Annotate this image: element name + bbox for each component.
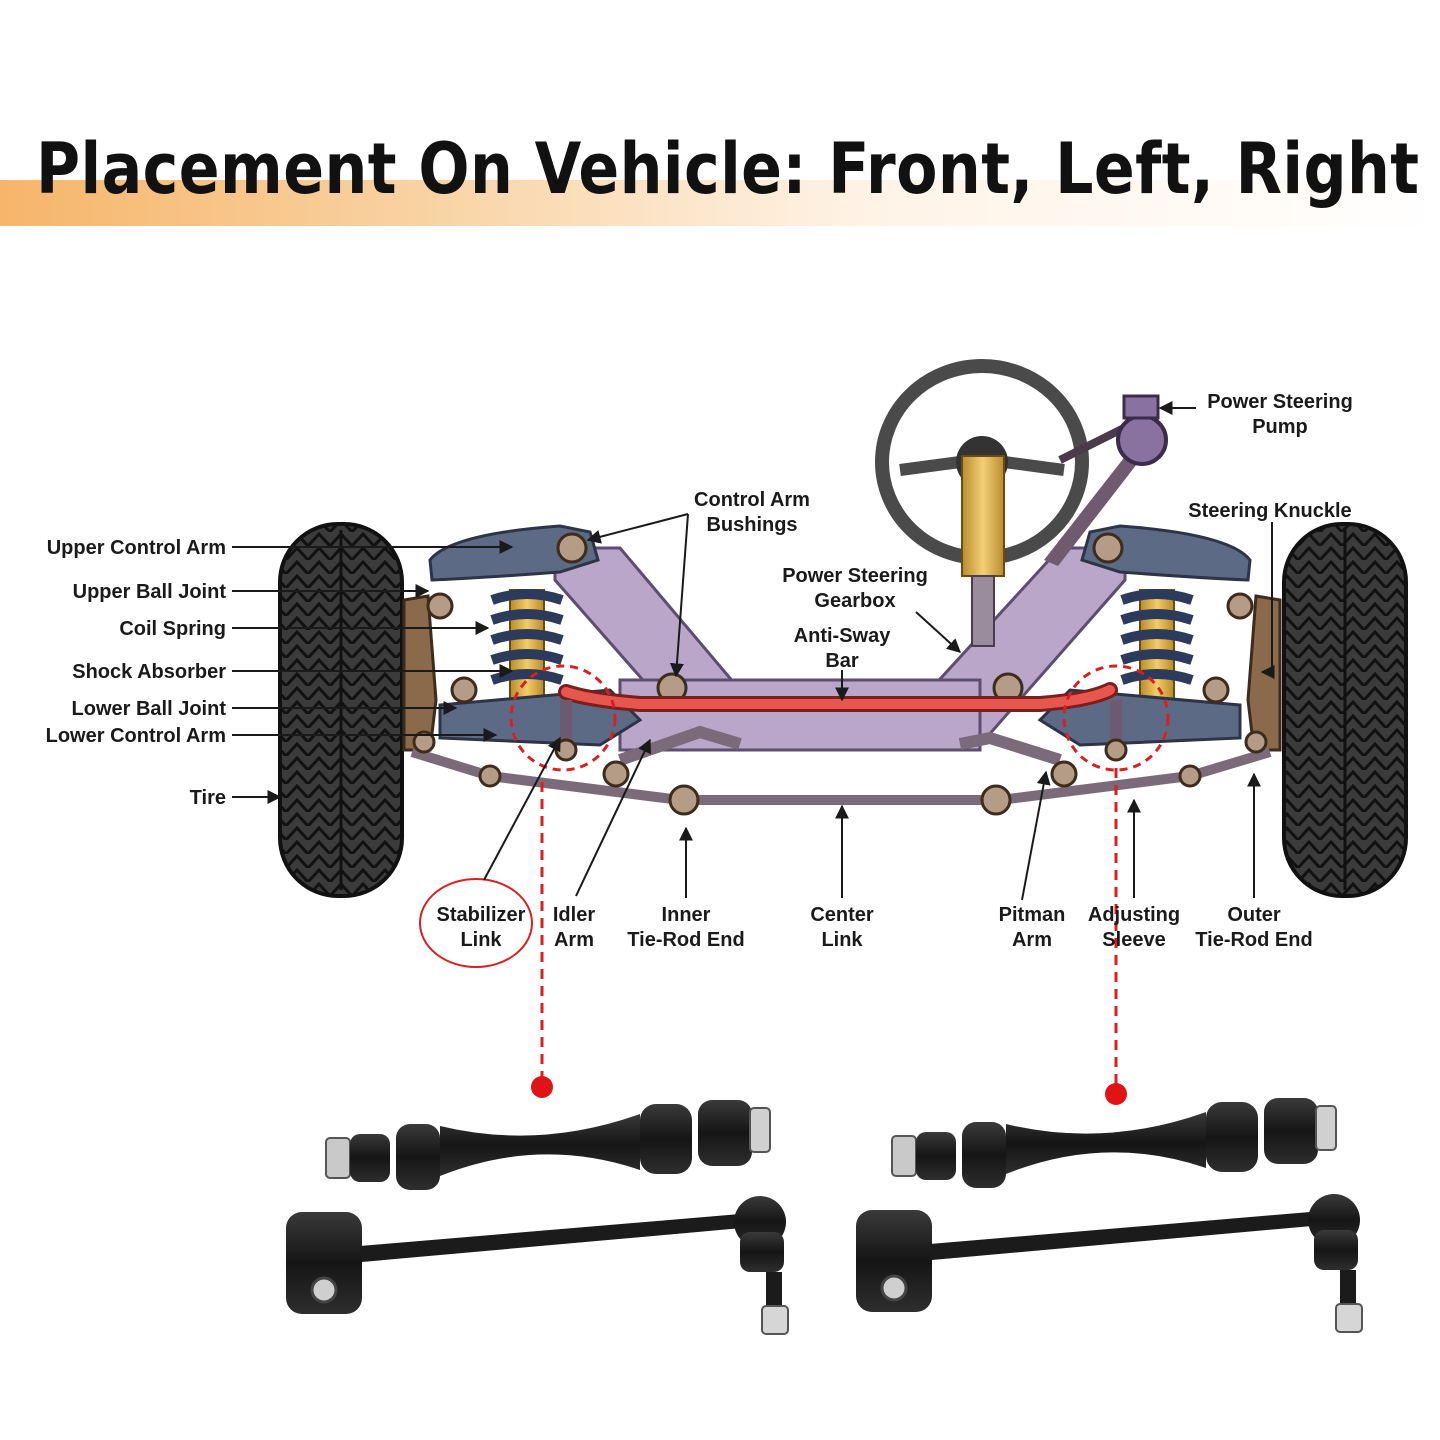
label-upper-ball-joint: Upper Ball Joint bbox=[73, 581, 227, 603]
left-sway-bar-end-link bbox=[286, 1196, 789, 1335]
tie-rod-joints bbox=[412, 730, 1268, 816]
label-outer-tie-rod-end-2: Tie-Rod End bbox=[1195, 929, 1312, 951]
label-idler-arm-2: Arm bbox=[554, 929, 594, 951]
label-adjusting-sleeve-1: Adjusting bbox=[1088, 904, 1180, 926]
left-tire bbox=[278, 522, 404, 898]
label-power-steering-gearbox-2: Gearbox bbox=[814, 590, 895, 612]
label-power-steering-pump-2: Pump bbox=[1252, 416, 1308, 438]
label-control-arm-bushings-1: Control Arm bbox=[694, 489, 810, 511]
right-stabilizer-link-mount bbox=[1104, 700, 1128, 762]
label-coil-spring: Coil Spring bbox=[119, 618, 226, 640]
right-sway-bar-bushing-link bbox=[891, 1098, 1337, 1188]
right-highlight-circle bbox=[1062, 664, 1170, 772]
anti-sway-bar bbox=[558, 682, 1118, 712]
label-outer-tie-rod-end-1: Outer bbox=[1227, 904, 1281, 926]
label-upper-control-arm: Upper Control Arm bbox=[47, 537, 226, 559]
steering-column bbox=[961, 455, 1005, 647]
left-highlight-circle bbox=[509, 664, 617, 772]
label-pitman-arm-2: Arm bbox=[1012, 929, 1052, 951]
label-control-arm-bushings-2: Bushings bbox=[706, 514, 797, 536]
title-accent-band bbox=[0, 180, 1440, 226]
left-sway-bar-bushing-link bbox=[325, 1100, 771, 1190]
label-pitman-arm-1: Pitman bbox=[999, 904, 1066, 926]
right-coil-spring bbox=[1120, 589, 1194, 703]
label-shock-absorber: Shock Absorber bbox=[72, 661, 226, 683]
label-stabilizer-link-1: Stabilizer bbox=[437, 904, 526, 926]
label-lower-control-arm: Lower Control Arm bbox=[46, 725, 226, 747]
label-center-link-1: Center bbox=[810, 904, 874, 926]
left-stabilizer-link-mount bbox=[554, 700, 578, 762]
leader-lines bbox=[232, 401, 1275, 901]
label-stabilizer-link-2: Link bbox=[460, 929, 502, 951]
label-inner-tie-rod-end-2: Tie-Rod End bbox=[627, 929, 744, 951]
right-connector-dot bbox=[1105, 1083, 1127, 1105]
label-inner-tie-rod-end-1: Inner bbox=[662, 904, 711, 926]
label-tire: Tire bbox=[190, 787, 226, 809]
label-lower-ball-joint: Lower Ball Joint bbox=[72, 698, 227, 720]
right-sway-bar-end-link bbox=[856, 1194, 1363, 1333]
label-power-steering-pump-1: Power Steering bbox=[1207, 391, 1353, 413]
right-tire bbox=[1282, 522, 1408, 898]
left-connector-dot bbox=[531, 1076, 553, 1098]
label-idler-arm-1: Idler bbox=[553, 904, 595, 926]
label-adjusting-sleeve-2: Sleeve bbox=[1102, 929, 1165, 951]
page-title: Placement On Vehicle: Front, Left, Right bbox=[36, 128, 1420, 210]
label-anti-sway-bar-2: Bar bbox=[825, 650, 859, 672]
label-anti-sway-bar-1: Anti-Sway bbox=[794, 625, 892, 647]
label-center-link-2: Link bbox=[821, 929, 863, 951]
left-upper-control-arm bbox=[428, 524, 600, 582]
label-steering-knuckle: Steering Knuckle bbox=[1188, 500, 1351, 522]
label-power-steering-gearbox-1: Power Steering bbox=[782, 565, 928, 587]
power-steering-pump bbox=[1044, 394, 1168, 566]
left-coil-spring bbox=[490, 589, 564, 703]
right-upper-control-arm bbox=[1080, 524, 1252, 582]
stabilizer-link-circle bbox=[419, 878, 533, 968]
